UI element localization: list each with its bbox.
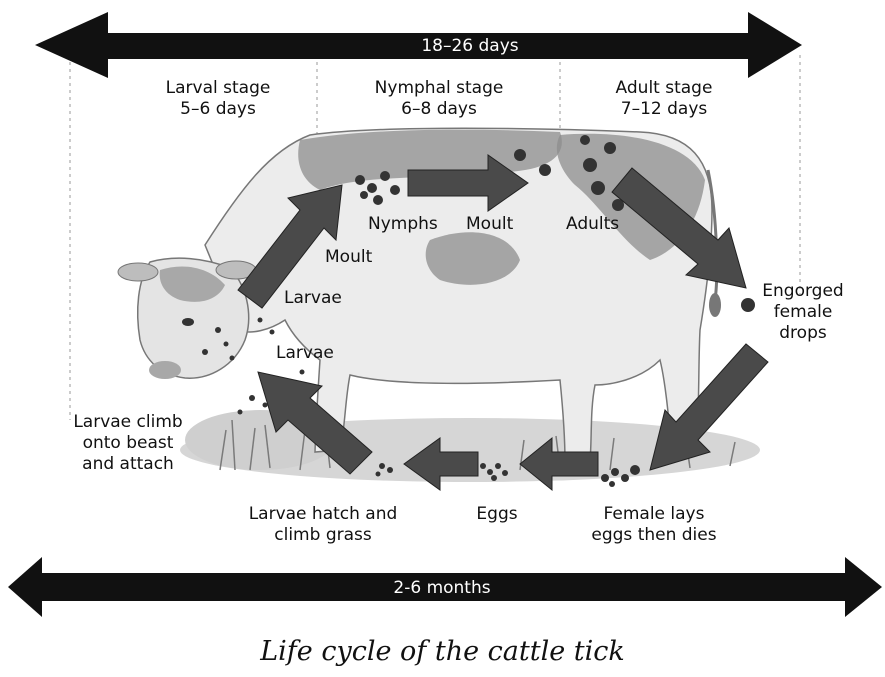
- climb-line-3: and attach: [73, 454, 182, 475]
- label-nymphs: Nymphs: [368, 214, 438, 235]
- top-bar-label: 18–26 days: [421, 36, 518, 56]
- label-larvae-upper: Larvae: [284, 288, 342, 309]
- label-moult-top: Moult: [466, 214, 513, 235]
- label-larvae-hatch: Larvae hatch and climb grass: [249, 504, 398, 546]
- stage-larval-duration: 5–6 days: [166, 99, 271, 120]
- label-adults: Adults: [566, 214, 619, 235]
- cow-muzzle: [149, 361, 181, 379]
- female-lays-line-1: Female lays: [591, 504, 716, 525]
- stage-larval-title: Larval stage: [166, 78, 271, 99]
- climb-line-2: onto beast: [73, 433, 182, 454]
- label-moult-left: Moult: [325, 247, 372, 268]
- bottom-bar-label: 2-6 months: [393, 578, 490, 598]
- stage-adult-title: Adult stage: [616, 78, 713, 99]
- figure-caption: Life cycle of the cattle tick: [0, 636, 885, 667]
- stage-larval: Larval stage 5–6 days: [166, 78, 271, 120]
- climb-line-1: Larvae climb: [73, 412, 182, 433]
- top-duration-arrow: [35, 12, 802, 78]
- cow-ear-left: [118, 263, 158, 281]
- hatch-line-2: climb grass: [249, 525, 398, 546]
- label-female-lays: Female lays eggs then dies: [591, 504, 716, 546]
- stage-nymphal-title: Nymphal stage: [375, 78, 504, 99]
- label-engorged-female: Engorged female drops: [762, 281, 843, 344]
- stage-nymphal: Nymphal stage 6–8 days: [375, 78, 504, 120]
- female-lays-line-2: eggs then dies: [591, 525, 716, 546]
- label-eggs: Eggs: [476, 504, 517, 525]
- stage-adult: Adult stage 7–12 days: [616, 78, 713, 120]
- stage-adult-duration: 7–12 days: [616, 99, 713, 120]
- cow-tail-tuft: [709, 293, 721, 317]
- hatch-line-1: Larvae hatch and: [249, 504, 398, 525]
- stage-nymphal-duration: 6–8 days: [375, 99, 504, 120]
- cow-eye: [182, 318, 194, 326]
- engorged-line-1: Engorged: [762, 281, 843, 302]
- label-larvae-climb: Larvae climb onto beast and attach: [73, 412, 182, 475]
- engorged-line-2: female: [762, 302, 843, 323]
- label-larvae-lower: Larvae: [276, 343, 334, 364]
- engorged-line-3: drops: [762, 323, 843, 344]
